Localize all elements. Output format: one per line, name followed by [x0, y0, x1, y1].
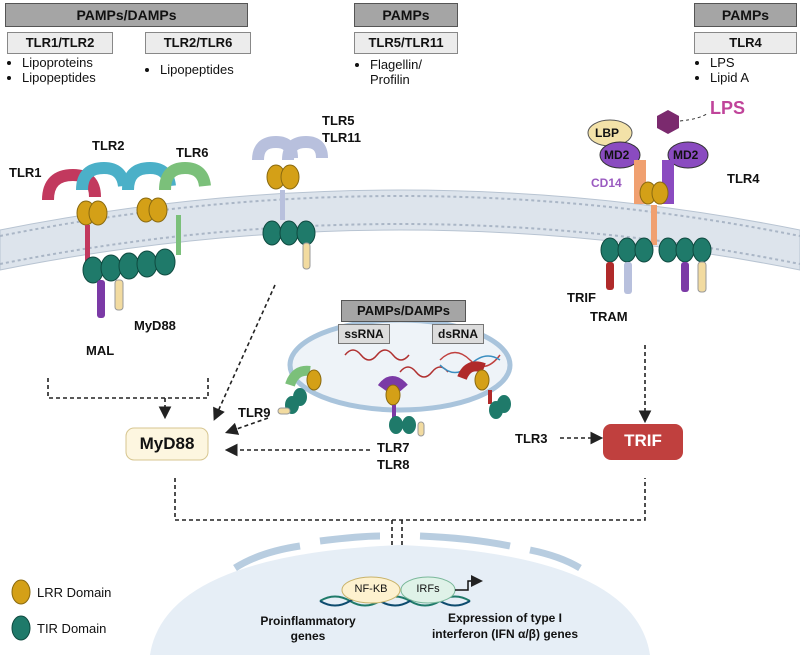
tlr1-tlr2-ligands: Lipoproteins Lipopeptides: [8, 55, 96, 85]
tlr5-ligands: Flagellin/ Profilin: [356, 57, 422, 87]
right-header-title: PAMPs: [694, 3, 797, 27]
ligand-lps: LPS: [710, 55, 749, 70]
myd88-pathway-label: MyD88: [139, 434, 195, 453]
tlr7-label: TLR7: [377, 440, 410, 455]
interferon-genes-line1: Expression of type I: [447, 611, 563, 625]
mal-label: MAL: [86, 343, 115, 358]
lrr-legend-icon: [11, 579, 31, 605]
interferon-genes-line2: interferon (IFN α/β) genes: [431, 627, 579, 641]
tlr4-ligands: LPS Lipid A: [696, 55, 749, 85]
mid-header-title: PAMPs: [354, 3, 458, 27]
ligand-lipoproteins: Lipoproteins: [22, 55, 96, 70]
ligand-lipopeptides: Lipopeptides: [160, 62, 234, 77]
tir-legend-label: TIR Domain: [37, 621, 107, 636]
nfkb-label: NF-KB: [354, 583, 388, 595]
ligand-lipid-a: Lipid A: [710, 70, 749, 85]
trif-pathway-label: TRIF: [624, 431, 662, 450]
tlr2-tlr6-label: TLR2/TLR6: [145, 32, 251, 54]
tlr5-label: TLR5: [322, 113, 355, 128]
tlr5-tlr11-header-label: TLR5/TLR11: [354, 32, 458, 54]
tlr3-label: TLR3: [515, 431, 548, 446]
signaling-arrows: [47, 284, 652, 570]
myd88-box: [125, 427, 209, 461]
tlr1-label: TLR1: [9, 165, 42, 180]
cd14-label: CD14: [591, 176, 622, 190]
tlr1-tlr2-tlr6-complex: [42, 161, 211, 318]
lbp-label: LBP: [595, 126, 619, 140]
tlr8-label: TLR8: [377, 457, 410, 472]
tlr5-tlr11-receptor: [252, 135, 328, 270]
tram-label: TRAM: [590, 309, 628, 324]
md2-right-label: MD2: [673, 148, 699, 162]
tir-legend-icon: [11, 615, 31, 641]
proinflammatory-genes-line1: Proinflammatory: [260, 614, 356, 628]
tlr2-tlr6-ligands: Lipopeptides: [146, 62, 234, 77]
proinflammatory-genes-line2: genes: [290, 629, 326, 643]
plasma-membrane: [0, 189, 800, 271]
trif-box: [603, 424, 683, 460]
tlr2-label: TLR2: [92, 138, 125, 153]
tlr1-tlr2-label: TLR1/TLR2: [7, 32, 113, 54]
lps-label: LPS: [710, 98, 746, 118]
tlr4-label: TLR4: [727, 171, 760, 186]
tlr4-header-label: TLR4: [694, 32, 797, 54]
lrr-legend-label: LRR Domain: [37, 585, 112, 600]
tlr9-label: TLR9: [238, 405, 271, 420]
endosome-title: PAMPs/DAMPs: [341, 300, 466, 322]
tlr11-label: TLR11: [322, 130, 362, 145]
trif-adaptor-label: TRIF: [567, 290, 596, 305]
ligand-flagellin: Flagellin/: [370, 57, 422, 72]
tlr6-label: TLR6: [176, 145, 209, 160]
ligand-profilin: Profilin: [370, 72, 410, 87]
left-header-title: PAMPs/DAMPs: [5, 3, 248, 27]
myd88-adaptor-label: MyD88: [134, 318, 176, 333]
ssrna-label: ssRNA: [338, 324, 390, 344]
md2-left-label: MD2: [604, 148, 630, 162]
dsrna-label: dsRNA: [432, 324, 484, 344]
irfs-label: IRFs: [416, 583, 440, 595]
tlr4-complex: [587, 110, 712, 294]
ligand-lipopeptides: Lipopeptides: [22, 70, 96, 85]
nucleus: [150, 532, 650, 655]
